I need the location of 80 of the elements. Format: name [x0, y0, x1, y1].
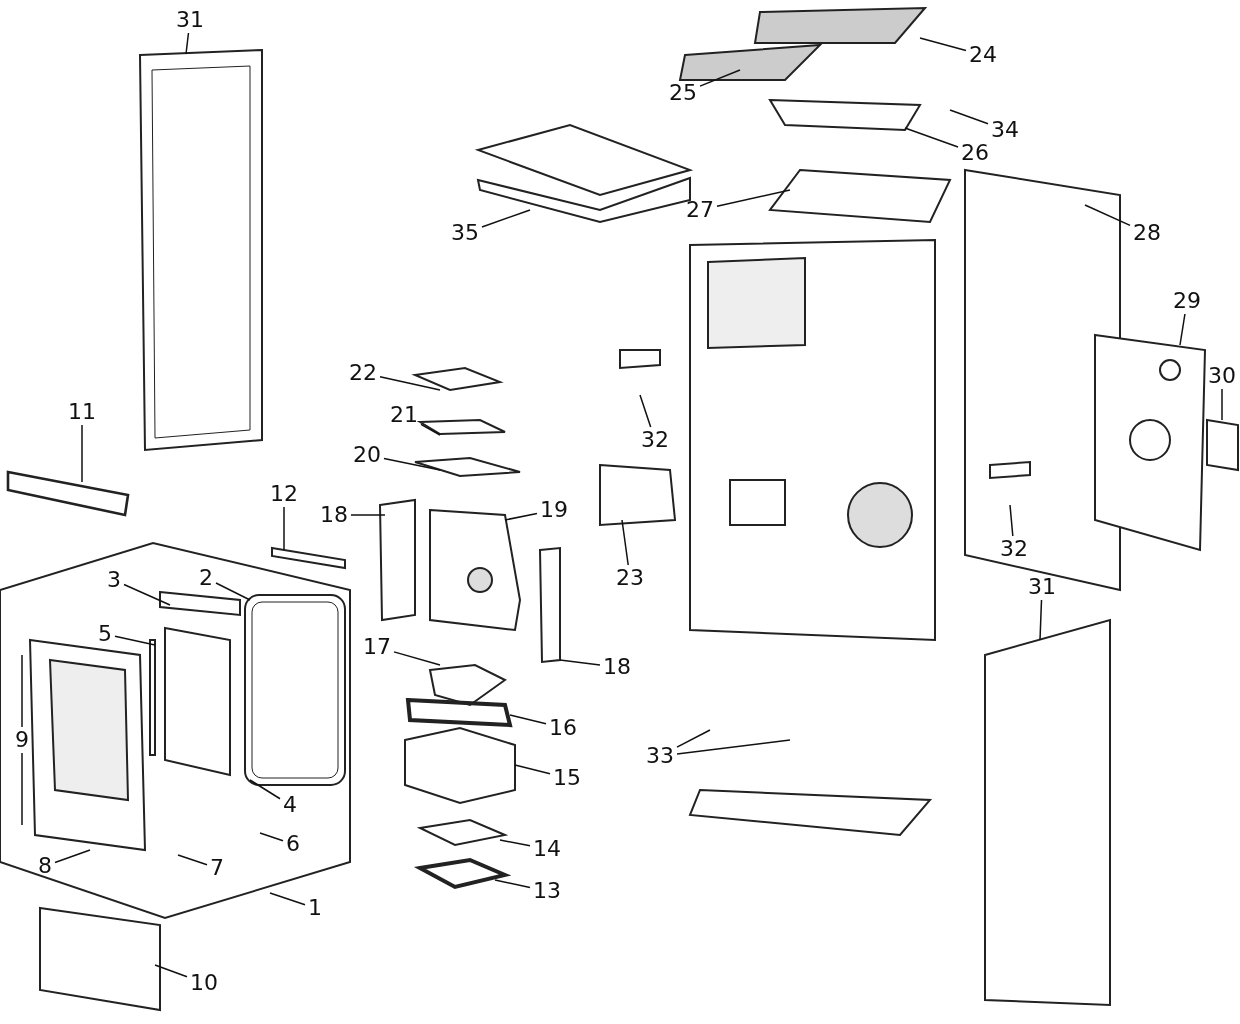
callout-number: 13 [531, 879, 563, 903]
callout-number: 30 [1206, 364, 1238, 388]
leader-line [420, 423, 441, 436]
callout-number: 14 [531, 837, 563, 861]
callout-number: 22 [347, 361, 379, 385]
callout-number: 15 [551, 766, 583, 790]
leader-line [249, 779, 281, 800]
callout-number: 18 [601, 655, 633, 679]
callout-number: 31 [1026, 575, 1058, 599]
leader-line [54, 849, 91, 864]
leader-line [514, 764, 551, 775]
callout-number: 4 [281, 793, 299, 817]
leader-line [499, 839, 531, 847]
leader-line [259, 832, 284, 842]
callout-number: 12 [268, 482, 300, 506]
callout-number: 18 [318, 503, 350, 527]
callout-number: 31 [174, 8, 206, 32]
leader-line [383, 457, 441, 471]
leader-line [283, 506, 285, 551]
leader-line [1009, 504, 1014, 537]
leader-line [949, 109, 989, 125]
callout-number: 19 [538, 498, 570, 522]
callout-number: 8 [36, 854, 54, 878]
callout-number: 29 [1171, 289, 1203, 313]
callout-number: 9 [13, 728, 31, 752]
leader-line [350, 514, 386, 516]
leader-line [504, 512, 538, 521]
callout-number: 6 [284, 832, 302, 856]
side-panel-drawing [139, 48, 263, 452]
callout-number: 26 [959, 141, 991, 165]
callout-number: 34 [989, 118, 1021, 142]
callout-number: 32 [639, 428, 671, 452]
leader-line [114, 635, 156, 646]
callout-number: 10 [188, 971, 220, 995]
callout-number: 25 [667, 81, 699, 105]
callout-number: 11 [66, 400, 98, 424]
leader-line [21, 654, 23, 728]
leader-line [716, 189, 791, 207]
callout-number: 28 [1131, 221, 1163, 245]
leader-line [81, 424, 83, 483]
callout-number: 17 [361, 635, 393, 659]
leader-line [379, 376, 441, 391]
leader-line [185, 32, 190, 55]
leader-line [904, 127, 959, 148]
leader-line [1179, 313, 1186, 346]
leader-line [21, 752, 23, 826]
callout-number: 7 [208, 856, 226, 880]
leader-line [699, 69, 741, 87]
callout-number: 24 [967, 43, 999, 67]
callout-number: 33 [644, 744, 676, 768]
callout-number: 32 [998, 537, 1030, 561]
leader-line [621, 519, 629, 566]
leader-line [177, 854, 208, 866]
callout-number: 20 [351, 443, 383, 467]
callout-number: 27 [684, 198, 716, 222]
callout-number: 35 [449, 221, 481, 245]
leader-line [1039, 599, 1043, 641]
leader-line [919, 37, 967, 52]
leader-line [676, 729, 711, 748]
leader-line [393, 651, 441, 666]
callout-number: 21 [388, 403, 420, 427]
leader-line [1084, 204, 1131, 227]
leader-line [494, 879, 531, 889]
leader-line [154, 964, 188, 978]
callout-number: 16 [547, 716, 579, 740]
leader-line [509, 714, 547, 725]
leader-line [1221, 388, 1223, 421]
callout-number: 23 [614, 566, 646, 590]
callout-number: 5 [96, 622, 114, 646]
callout-number: 3 [105, 568, 123, 592]
callout-number: 1 [306, 896, 324, 920]
callout-number: 2 [197, 566, 215, 590]
leader-line [481, 209, 531, 228]
leader-line [676, 739, 791, 755]
leader-line [269, 892, 306, 906]
leader-line [639, 394, 652, 428]
leader-line [123, 583, 171, 606]
leader-line [215, 582, 251, 601]
trim-bar [6, 470, 130, 517]
leader-line [559, 659, 601, 666]
